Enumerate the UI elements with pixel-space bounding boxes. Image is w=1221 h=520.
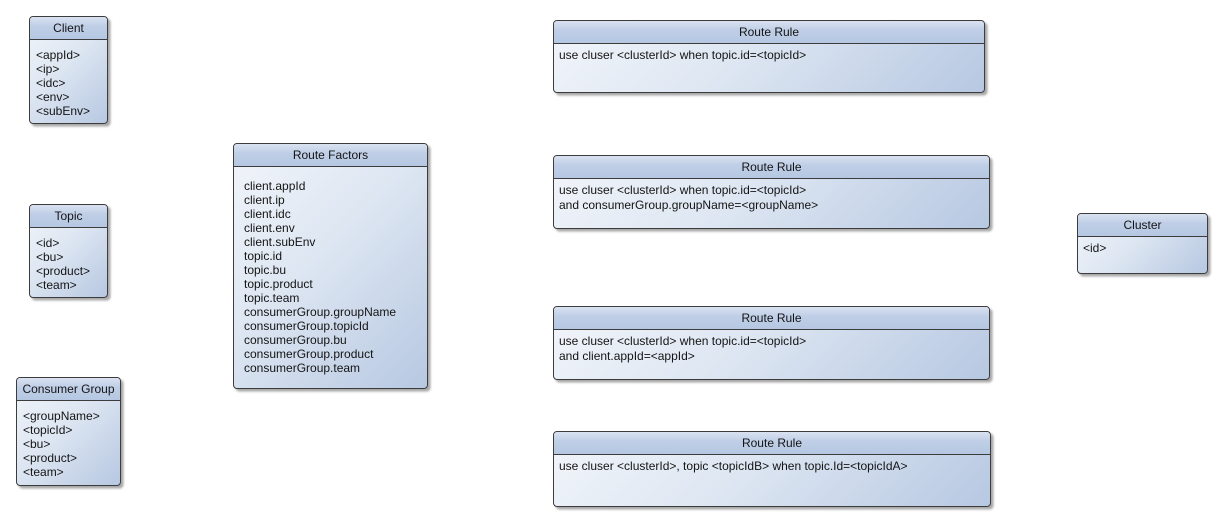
field-line: <product> xyxy=(23,451,78,465)
field-line: topic.id xyxy=(244,249,283,263)
node-topic[interactable]: Topic <id><bu><product><team> xyxy=(29,204,108,298)
field-line: <id> xyxy=(36,236,60,250)
field-line: client.ip xyxy=(244,193,285,207)
field-line: use cluser <clusterId> when topic.id=<to… xyxy=(559,48,807,62)
field-line: <topicId> xyxy=(23,423,73,437)
field-line: and client.appId=<appId> xyxy=(559,349,695,363)
node-route-rule-2-body: use cluser <clusterId> when topic.id=<to… xyxy=(554,179,989,217)
field-line: consumerGroup.bu xyxy=(244,333,347,347)
field-line: <subEnv> xyxy=(36,104,91,118)
field-line: <team> xyxy=(36,278,77,292)
node-route-rule-1-title: Route Rule xyxy=(554,21,984,44)
node-cluster-title: Cluster xyxy=(1078,214,1207,237)
node-consumer-group-title: Consumer Group xyxy=(17,378,120,401)
node-cluster[interactable]: Cluster <id> xyxy=(1077,213,1208,274)
node-client-body: <appId><ip><idc><env><subEnv> xyxy=(30,40,107,122)
node-route-rule-2[interactable]: Route Rule use cluser <clusterId> when t… xyxy=(553,155,990,229)
field-line: consumerGroup.topicId xyxy=(244,319,369,333)
node-route-factors-title: Route Factors xyxy=(234,144,427,167)
field-line: client.idc xyxy=(244,207,291,221)
node-consumer-group-body: <groupName><topicId><bu><product><team> xyxy=(17,401,120,483)
field-line: use cluser <clusterId> when topic.id=<to… xyxy=(559,334,807,348)
field-line: and consumerGroup.groupName=<groupName> xyxy=(559,198,819,212)
field-line: client.appId xyxy=(244,179,306,193)
node-route-rule-3-body: use cluser <clusterId> when topic.id=<to… xyxy=(554,330,989,368)
field-line: <bu> xyxy=(23,437,51,451)
field-line: <id> xyxy=(1083,241,1107,255)
node-route-rule-4-body: use cluser <clusterId>, topic <topicIdB>… xyxy=(554,455,990,478)
field-line: <env> xyxy=(36,90,70,104)
field-line: <team> xyxy=(23,465,64,479)
field-line: client.subEnv xyxy=(244,235,316,249)
field-line: topic.bu xyxy=(244,263,287,277)
field-line: topic.team xyxy=(244,291,300,305)
node-topic-body: <id><bu><product><team> xyxy=(30,228,107,296)
field-line: <groupName> xyxy=(23,409,100,423)
node-route-rule-1[interactable]: Route Rule use cluser <clusterId> when t… xyxy=(553,20,985,93)
node-client[interactable]: Client <appId><ip><idc><env><subEnv> xyxy=(29,16,108,124)
node-route-rule-2-title: Route Rule xyxy=(554,156,989,179)
field-line: topic.product xyxy=(244,277,313,291)
field-line: client.env xyxy=(244,221,295,235)
node-consumer-group[interactable]: Consumer Group <groupName><topicId><bu><… xyxy=(16,377,121,486)
node-client-title: Client xyxy=(30,17,107,40)
field-line: <ip> xyxy=(36,62,60,76)
node-route-rule-1-body: use cluser <clusterId> when topic.id=<to… xyxy=(554,44,984,67)
node-cluster-body: <id> xyxy=(1078,237,1207,260)
field-line: consumerGroup.groupName xyxy=(244,305,397,319)
field-line: consumerGroup.team xyxy=(244,361,361,375)
field-line: use cluser <clusterId>, topic <topicIdB>… xyxy=(559,459,908,473)
node-route-rule-3[interactable]: Route Rule use cluser <clusterId> when t… xyxy=(553,306,990,380)
field-line: <idc> xyxy=(36,76,66,90)
field-line: use cluser <clusterId> when topic.id=<to… xyxy=(559,183,807,197)
node-route-rule-3-title: Route Rule xyxy=(554,307,989,330)
field-line: consumerGroup.product xyxy=(244,347,374,361)
node-route-rule-4[interactable]: Route Rule use cluser <clusterId>, topic… xyxy=(553,431,991,507)
node-route-rule-4-title: Route Rule xyxy=(554,432,990,455)
field-line: <bu> xyxy=(36,250,64,264)
node-topic-title: Topic xyxy=(30,205,107,228)
field-line: <product> xyxy=(36,264,91,278)
field-line: <appId> xyxy=(36,48,81,62)
